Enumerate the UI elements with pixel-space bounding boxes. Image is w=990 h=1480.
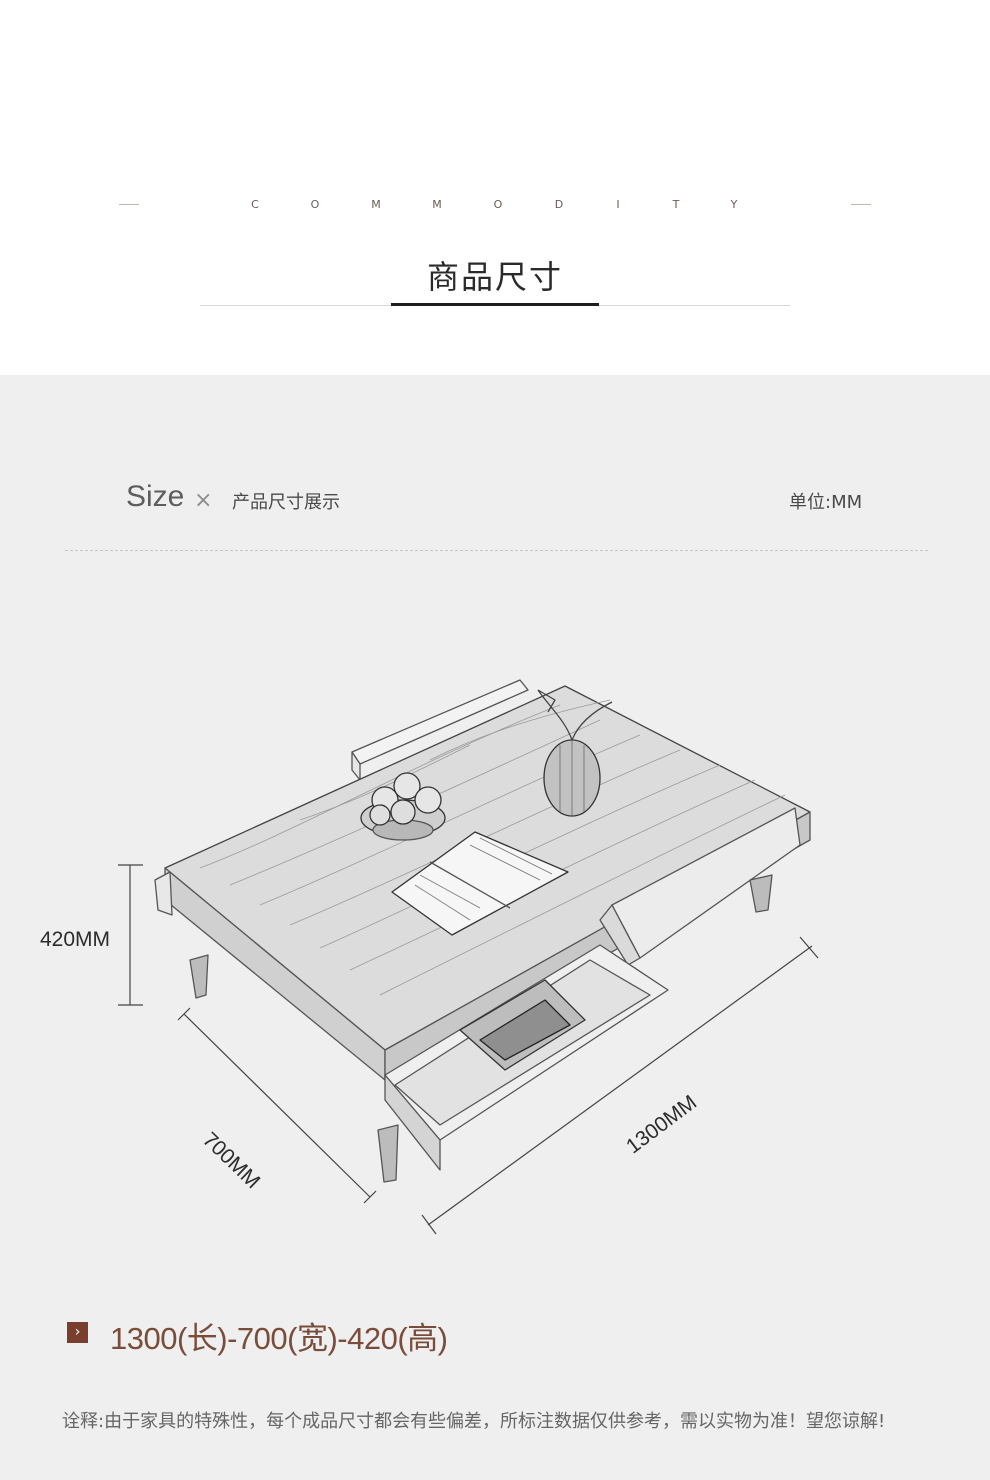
- title-underline-bar: [391, 303, 599, 306]
- eyebrow-letter: O: [310, 198, 320, 211]
- eyebrow-letter: T: [672, 198, 680, 211]
- eyebrow-left-dash: [119, 204, 139, 205]
- spec-dimensions: 1300(长)-700(宽)-420(高): [110, 1321, 448, 1356]
- header-section: C O M M O D I T Y 商品尺寸: [0, 0, 990, 375]
- eyebrow-letter: I: [616, 198, 620, 211]
- disclaimer-note: 诠释:由于家具的特殊性，每个成品尺寸都会有些偏差，所标注数据仅供参考，需以实物为…: [62, 1411, 886, 1432]
- page-title: 商品尺寸: [426, 258, 563, 296]
- times-icon: ×: [194, 488, 213, 513]
- dashed-divider: [65, 550, 928, 551]
- eyebrow-letter: C: [251, 198, 259, 211]
- eyebrow-commodity: C O M M O D I T Y: [0, 198, 990, 212]
- eyebrow-letter: O: [493, 198, 503, 211]
- height-dimension-label: 420MM: [40, 928, 111, 951]
- unit-label: 单位:MM: [789, 492, 863, 513]
- chevron-right-icon: ›: [67, 1322, 88, 1343]
- size-heading: Size: [126, 480, 185, 513]
- size-subtitle: 产品尺寸展示: [232, 492, 340, 513]
- eyebrow-letter: M: [432, 198, 442, 211]
- eyebrow-letter: M: [371, 198, 381, 211]
- eyebrow-letter: Y: [730, 198, 738, 211]
- eyebrow-right-dash: [851, 204, 871, 205]
- eyebrow-letter: D: [554, 198, 564, 211]
- coffee-table-sketch: [118, 679, 819, 1235]
